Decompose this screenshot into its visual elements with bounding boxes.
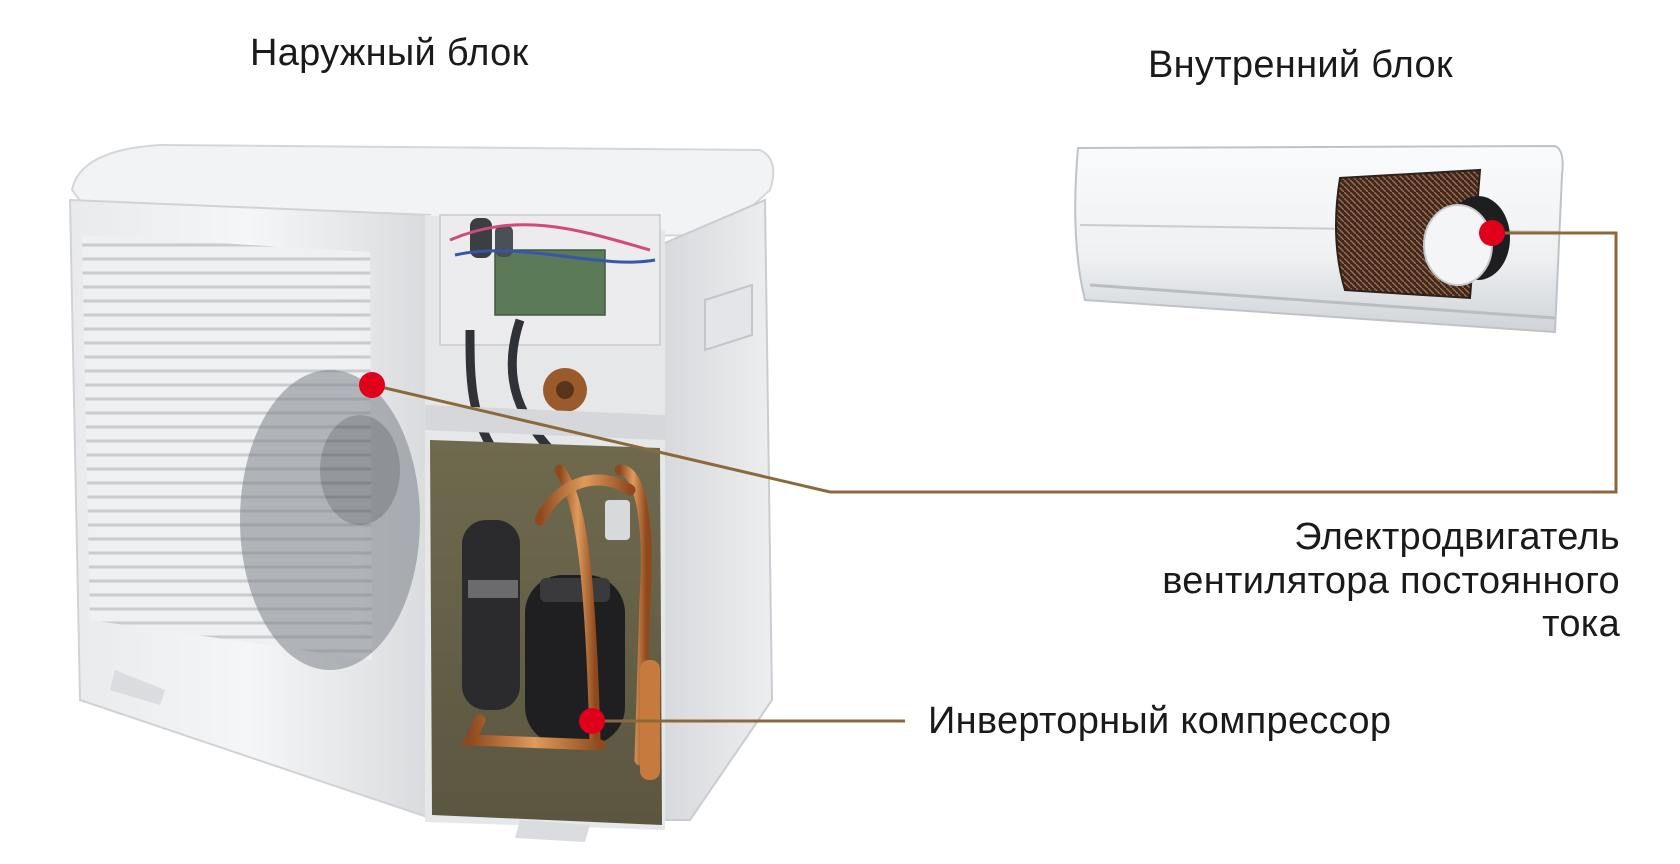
indoor-fan-motor-marker [1479, 220, 1505, 246]
fan-motor-label-line-2: вентилятора постоянного [1162, 559, 1620, 602]
outdoor-unit-title: Наружный блок [250, 32, 529, 74]
compressor-marker [579, 708, 605, 734]
fan-motor-label: Электродвигатель вентилятора постоянного… [1162, 516, 1620, 647]
indoor-fan-motor [1423, 196, 1510, 286]
fan-motor-label-line-3: тока [1542, 603, 1620, 646]
inverter-compressor [462, 500, 630, 745]
outdoor-unit-illustration [68, 143, 775, 842]
fan-motor-label-line-1: Электродвигатель [1294, 516, 1620, 558]
indoor-unit-illustration [1074, 144, 1564, 334]
compressor-label: Инверторный компрессор [928, 700, 1392, 742]
fan-motor-leader-line [371, 231, 1618, 494]
outdoor-fan-motor-marker [359, 372, 385, 398]
indoor-unit-title: Внутренний блок [1148, 44, 1453, 86]
outdoor-fan [240, 370, 420, 670]
copper-pipes [461, 464, 652, 766]
callout-markers [359, 220, 1505, 734]
callout-leader-lines [371, 231, 1618, 723]
